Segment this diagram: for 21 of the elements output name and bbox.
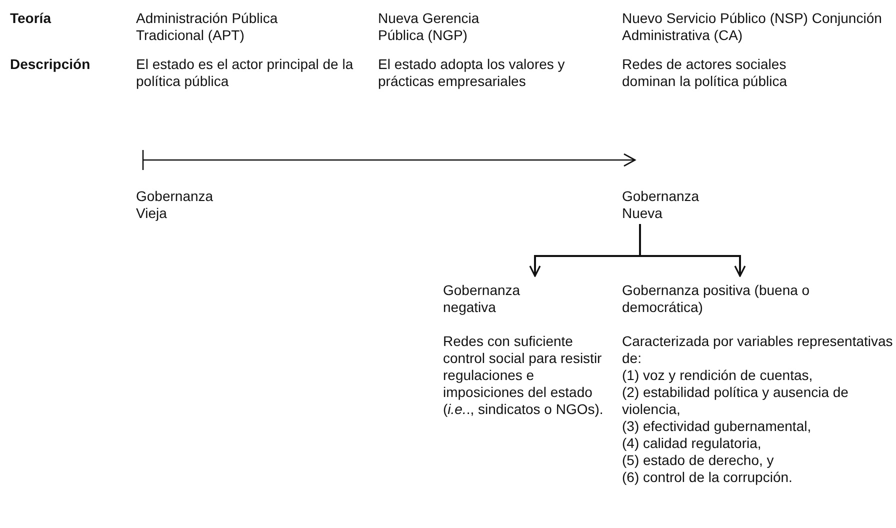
node-heading: Gobernanza Nueva: [622, 188, 700, 222]
list-item: (1) voz y rendición de cuentas,: [622, 367, 814, 384]
label-text: Nueva Gerencia Pública (NGP): [378, 10, 480, 44]
node-description: Caracterizada por variables representativas de:: [622, 333, 894, 367]
node-heading: Gobernanza positiva (buena o democrática): [622, 282, 811, 316]
node-description: Redes con suficiente control social para resistir regulaciones e imposiciones del estado (i.e.., sindicatos o NGOs).: [443, 333, 604, 418]
row-heading: Teoría: [10, 10, 52, 27]
label-text: Gobernanza Vieja: [136, 188, 214, 222]
label-text: Redes de actores sociales dominan la política pública: [622, 56, 788, 90]
list-item: (4) calidad regulatoria,: [622, 435, 762, 452]
list-item: (6) control de la corrupción.: [622, 469, 794, 486]
label-text: Nuevo Servicio Público (NSP) Conjunción Administrativa (CA): [622, 10, 883, 44]
list-item: (5) estado de derecho, y: [622, 452, 775, 469]
arrow: [639, 224, 746, 277]
label-text: El estado es el actor principal de la política pública: [136, 56, 354, 90]
row-heading: Descripción: [10, 56, 92, 73]
node-heading: Gobernanza negativa: [443, 282, 522, 316]
list-item: (3) efectividad gubernamental,: [622, 418, 812, 435]
label-text: El estado adopta los valores y prácticas empresariales: [378, 56, 566, 90]
list-item: (2) estabilidad política y ausencia de violencia,: [622, 384, 850, 418]
label-text: Administración Pública Tradicional (APT): [136, 10, 279, 44]
